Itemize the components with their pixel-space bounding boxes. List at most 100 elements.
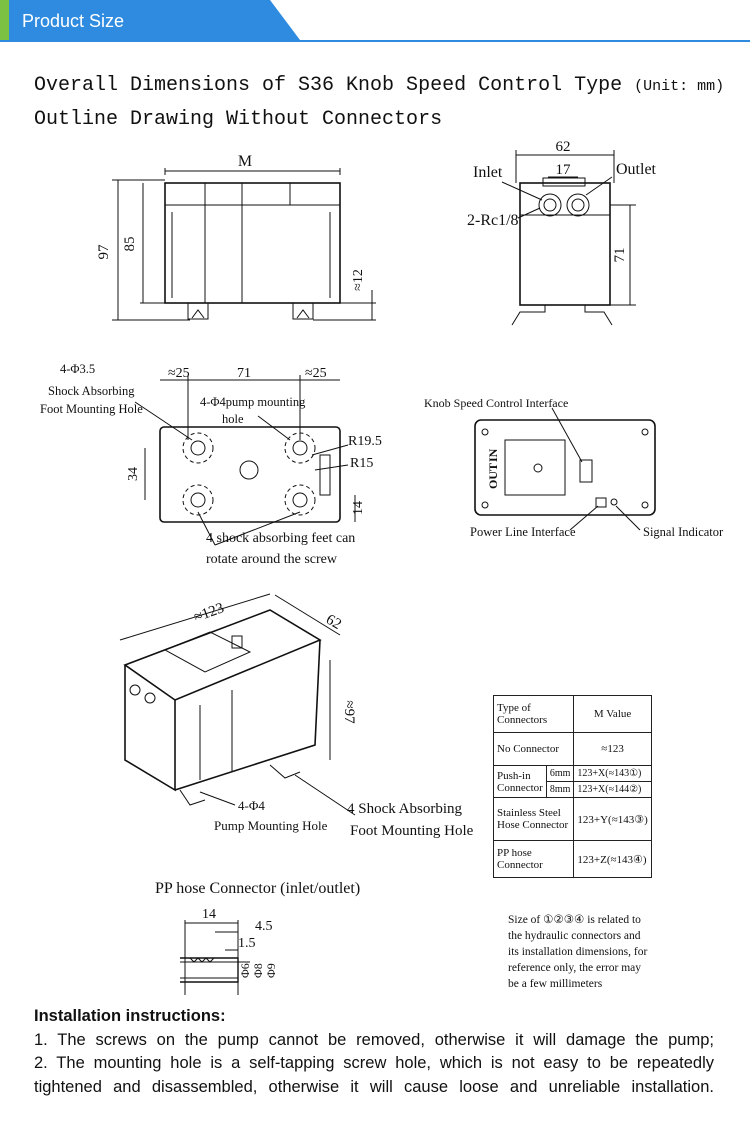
top-power-label: Power Line Interface [470, 525, 576, 539]
side-height-71: 71 [612, 248, 628, 263]
bottom-edge-14: 14 [351, 501, 366, 515]
top-screw [641, 428, 649, 436]
bottom-right-offset: ≈25 [305, 366, 327, 381]
bottom-radius-inner: R15 [350, 456, 373, 471]
iso-view [119, 593, 356, 816]
side-port-right [566, 193, 590, 217]
front-width-label: M [238, 153, 252, 170]
iso-pump-hole-1: 4-Φ4 [238, 798, 265, 813]
title-line-1: Overall Dimensions of S36 Knob Speed Con… [34, 74, 724, 97]
top-knob-area [504, 439, 566, 496]
leader-thread [517, 207, 541, 219]
instructions-heading: Installation instructions: [34, 1007, 226, 1025]
top-outline [474, 419, 656, 516]
table-header-value: M Value [573, 695, 652, 733]
leader-shock-hole [134, 401, 193, 441]
side-thread-label: 2-Rc1/8 [467, 212, 519, 229]
note-line: the hydraulic connectors and [508, 930, 641, 942]
table-cell: No Connector [492, 732, 575, 766]
top-signal-label: Signal Indicator [643, 525, 724, 539]
note-line: reference only, the error may [508, 962, 642, 974]
top-power-connector [595, 497, 607, 508]
bottom-hole-br [292, 492, 308, 508]
bottom-height-34: 34 [126, 467, 141, 481]
side-feet [511, 305, 613, 326]
instruction-item-1: 1. The screws on the pump cannot be remo… [34, 1030, 714, 1049]
bottom-view [134, 375, 356, 546]
leader-rotate [197, 511, 301, 546]
bottom-hole-tr [292, 440, 308, 456]
top-knob-connector [579, 459, 593, 483]
front-foot-left [187, 302, 209, 320]
side-inlet-label: Inlet [473, 164, 503, 181]
bottom-foot-tl-arc [182, 432, 214, 464]
header-rule [0, 40, 750, 42]
top-knob-interface-label: Knob Speed Control Interface [424, 396, 568, 410]
iso-height: ≈97 [341, 700, 357, 724]
side-port-left-inner [543, 198, 557, 212]
leader-r15 [314, 464, 349, 471]
table-note: Size of ①②③④ is related to the hydraulic… [508, 912, 658, 992]
table-cell: 6mm [545, 765, 575, 782]
note-line: its installation dimensions, for [508, 946, 648, 958]
bottom-center-hole [239, 460, 259, 480]
pp-d2: Φ8 [251, 963, 265, 978]
iso-foot-hole-2: Foot Mounting Hole [350, 823, 474, 839]
bottom-left-offset: ≈25 [168, 366, 190, 381]
bottom-hole-bl [190, 492, 206, 508]
title-unit: (Unit: mm) [634, 78, 725, 95]
table-cell: 123+Z(≈143④) [573, 840, 652, 878]
pp-hose-drawing [180, 920, 250, 995]
bottom-pump-hole-2: hole [222, 412, 244, 426]
front-view [112, 168, 376, 321]
note-line: Size of ①②③④ is related to [508, 914, 641, 926]
title-line-2: Outline Drawing Without Connectors [34, 108, 443, 131]
side-outlet-label: Outlet [616, 161, 657, 178]
table-cell: 123+Y(≈143③) [573, 797, 652, 841]
header-green-marker [0, 0, 9, 42]
iso-port-2 [144, 692, 156, 704]
bottom-foot-br-arc [284, 484, 316, 516]
top-knob [533, 463, 543, 473]
side-body-outline [519, 182, 611, 306]
table-cell: 8mm [545, 781, 575, 798]
top-out-label: OUT [486, 463, 500, 489]
pp-len-total: 14 [202, 907, 216, 922]
pp-hose-title: PP hose Connector (inlet/outlet) [155, 880, 360, 897]
iso-pump-hole-2: Pump Mounting Hole [214, 818, 328, 833]
bottom-center-span: 71 [237, 366, 251, 381]
iso-foot-1 [179, 789, 206, 806]
bottom-foot-bl-arc [182, 484, 214, 516]
bottom-rotate-note-2: rotate around the screw [206, 552, 338, 567]
section-header: Product Size [0, 0, 750, 44]
side-head [519, 182, 611, 216]
top-signal-led [610, 498, 618, 506]
side-port-spacing: 17 [556, 162, 572, 178]
header-tab-label: Product Size [22, 11, 125, 31]
front-height-85: 85 [122, 237, 138, 252]
front-height-97: 97 [96, 244, 112, 260]
leader-iso-foot [294, 774, 356, 816]
side-port-cap [542, 177, 586, 187]
top-in-label: IN [486, 448, 500, 462]
top-screw [481, 501, 489, 509]
front-foot-left-mark [191, 309, 205, 319]
iso-knob-pad [163, 631, 252, 673]
installation-instructions: Installation instructions: 1. The screws… [34, 1005, 714, 1099]
bottom-pump-hole-1: 4-Φ4pump mounting [200, 395, 306, 409]
top-screw [641, 501, 649, 509]
front-lid [164, 182, 341, 206]
front-foot-right [292, 302, 314, 320]
table-cell: 123+X(≈144②) [573, 781, 652, 798]
instruction-item-2a: 2. The mounting hole is a self-tapping s… [34, 1054, 714, 1072]
bottom-rotate-note-1: 4 shock absorbing feet can [206, 531, 355, 546]
pp-d1: Φ6 [238, 963, 252, 978]
leader-iso-pump [199, 791, 236, 806]
